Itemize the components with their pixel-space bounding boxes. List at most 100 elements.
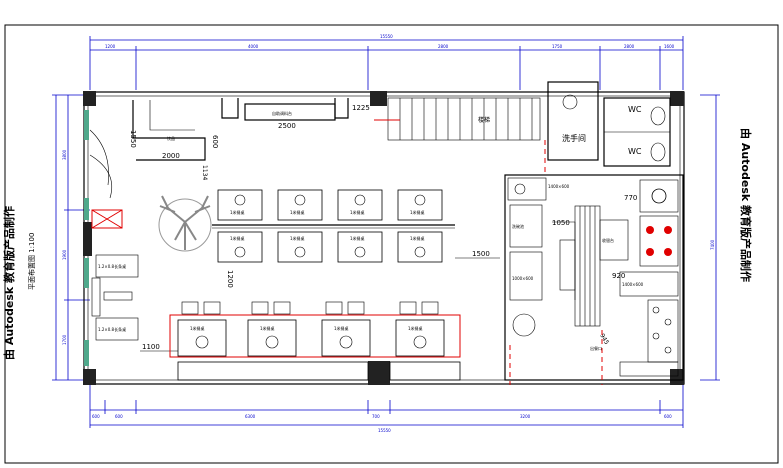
bottom-dimensions: 600 600 6300 700 3200 600 15550 bbox=[89, 385, 684, 433]
dim-1225: 1225 bbox=[352, 104, 370, 112]
entrance bbox=[89, 129, 123, 229]
dim-top-5: 2800 bbox=[624, 44, 635, 49]
dim-left-2: 1900 bbox=[62, 249, 67, 260]
dim-920: 920 bbox=[612, 272, 625, 280]
wc-label-1: WC bbox=[628, 105, 642, 114]
tree-logo-icon bbox=[158, 195, 212, 252]
kitchen-counter-label: 收银台 bbox=[602, 237, 614, 243]
dim-top-4: 1750 bbox=[552, 44, 563, 49]
dining-table: 1米餐桌 bbox=[217, 231, 263, 263]
dim-bot-2: 600 bbox=[115, 414, 123, 419]
dim-600: 600 bbox=[211, 135, 219, 148]
dim-770: 770 bbox=[624, 194, 637, 202]
column-s bbox=[368, 361, 390, 385]
structural-columns bbox=[83, 91, 684, 385]
window-3 bbox=[84, 258, 89, 288]
counter-label: 自助调料台 bbox=[272, 110, 292, 116]
dining-table-label: 1米餐桌 bbox=[410, 209, 425, 215]
central-dining bbox=[212, 224, 455, 229]
dim-1100: 1100 bbox=[142, 343, 160, 351]
dim-left-1: 3800 bbox=[62, 149, 67, 160]
dim-bot-5: 3200 bbox=[520, 414, 531, 419]
booth-table: 1米餐桌 bbox=[321, 301, 371, 357]
window-2 bbox=[84, 198, 89, 220]
top-dimensions: 15550 1200 4000 2800 1750 2800 1600 bbox=[89, 34, 684, 90]
stove-icon bbox=[639, 179, 679, 213]
dim-1550: 1550 bbox=[129, 130, 137, 148]
stairs: 楼梯 bbox=[374, 97, 541, 141]
dining-table-label: 1米餐桌 bbox=[230, 209, 245, 215]
dim-top-6: 1600 bbox=[664, 44, 675, 49]
kitchen-stove-1 bbox=[507, 177, 547, 201]
kitchen-note-1: 1400×600 bbox=[548, 184, 570, 189]
watermark-left: 由 Autodesk 教育版产品制作 bbox=[2, 206, 16, 360]
drinks-label: 饮品 bbox=[167, 135, 175, 141]
dining-table: 1米餐桌 bbox=[397, 189, 443, 221]
dining-table-label: 1米餐桌 bbox=[290, 209, 305, 215]
dim-bot-1: 600 bbox=[92, 414, 100, 419]
left-table-label-2: 1.2×0.8长条桌 bbox=[98, 326, 126, 332]
scale-label: 平面布置图 1:100 bbox=[27, 233, 36, 290]
booth-table-label: 1米餐桌 bbox=[408, 325, 423, 331]
wc-label-2: WC bbox=[628, 147, 642, 156]
top-left-counter: 饮品 1550 600 2000 1134 bbox=[129, 100, 219, 180]
kitchen: 1400×600 洗碗池 1000×600 1050 收银台 1400×600 … bbox=[504, 174, 684, 385]
dim-top-2: 4000 bbox=[248, 44, 259, 49]
dim-bot-overall: 15550 bbox=[378, 428, 391, 433]
service-window-label: 出餐口 bbox=[590, 345, 602, 351]
dining-table-label: 1米餐桌 bbox=[350, 235, 365, 241]
booth-table-label: 1米餐桌 bbox=[190, 325, 205, 331]
dim-right-overall: 7400 bbox=[710, 239, 715, 250]
dining-table-label: 1米餐桌 bbox=[410, 235, 425, 241]
booth-table-label: 1米餐桌 bbox=[260, 325, 275, 331]
kitchen-round-icon bbox=[512, 313, 536, 337]
dim-bot-3: 6300 bbox=[245, 414, 256, 419]
window-4 bbox=[84, 340, 89, 366]
dim-1050: 1050 bbox=[552, 219, 570, 227]
column-n bbox=[370, 91, 387, 106]
left-table-label-1: 1.2×0.8长条桌 bbox=[98, 263, 126, 269]
dim-945: 945 bbox=[598, 333, 610, 347]
dining-table: 1米餐桌 bbox=[217, 189, 263, 221]
entrance-mat bbox=[91, 209, 123, 229]
left-tables: 1.2×0.8长条桌 1.2×0.8长条桌 1100 bbox=[91, 254, 178, 352]
dim-top-3: 2800 bbox=[438, 44, 449, 49]
dim-2000: 2000 bbox=[162, 152, 180, 160]
booth-table-label: 1米餐桌 bbox=[334, 325, 349, 331]
dim-bot-6: 600 bbox=[664, 414, 672, 419]
dim-bot-4: 700 bbox=[372, 414, 380, 419]
booth-table: 1米餐桌 bbox=[177, 301, 227, 357]
booth-tables-group: 1米餐桌 1米餐桌 1米餐桌 1米餐桌 bbox=[177, 301, 445, 357]
central-tables-group: 1米餐桌 1米餐桌 1米餐桌 1米餐桌 1米餐桌 1米餐桌 1米餐桌 1米餐桌 bbox=[217, 189, 443, 263]
toilet-icon bbox=[650, 106, 666, 162]
washroom-label: 洗手间 bbox=[562, 133, 586, 143]
sink-icon bbox=[562, 94, 578, 110]
left-dimensions: 3800 1900 1700 bbox=[52, 94, 90, 381]
sheet-frame bbox=[4, 24, 779, 464]
dining-table-label: 1米餐桌 bbox=[350, 209, 365, 215]
column-sw bbox=[83, 369, 96, 385]
left-windows bbox=[84, 110, 89, 366]
dining-table-label: 1米餐桌 bbox=[290, 235, 305, 241]
watermark-right: 由 Autodesk 教育版产品制作 bbox=[739, 128, 753, 282]
dining-table: 1米餐桌 bbox=[277, 231, 323, 263]
dim-left-3: 1700 bbox=[62, 334, 67, 345]
booth-table: 1米餐桌 bbox=[395, 301, 445, 357]
dining-table-label: 1米餐桌 bbox=[230, 235, 245, 241]
dining-table: 1米餐桌 bbox=[277, 189, 323, 221]
stairs-label: 楼梯 bbox=[478, 116, 490, 124]
column-nw bbox=[83, 91, 96, 106]
right-dimensions: 7400 bbox=[700, 94, 720, 381]
booth-table: 1米餐桌 bbox=[247, 301, 297, 357]
dim-1500: 1500 bbox=[472, 250, 490, 258]
kitchen-note-2: 1000×600 bbox=[512, 276, 534, 281]
dim-top-1: 1200 bbox=[105, 44, 116, 49]
bottom-booths bbox=[169, 314, 461, 381]
self-service-counter: 自助调料台 2500 1225 bbox=[221, 98, 370, 130]
dim-2500: 2500 bbox=[278, 122, 296, 130]
column-w bbox=[83, 222, 92, 256]
window-1 bbox=[84, 110, 89, 140]
dining-table: 1米餐桌 bbox=[337, 189, 383, 221]
washroom: 洗手间 WC WC bbox=[544, 81, 671, 175]
